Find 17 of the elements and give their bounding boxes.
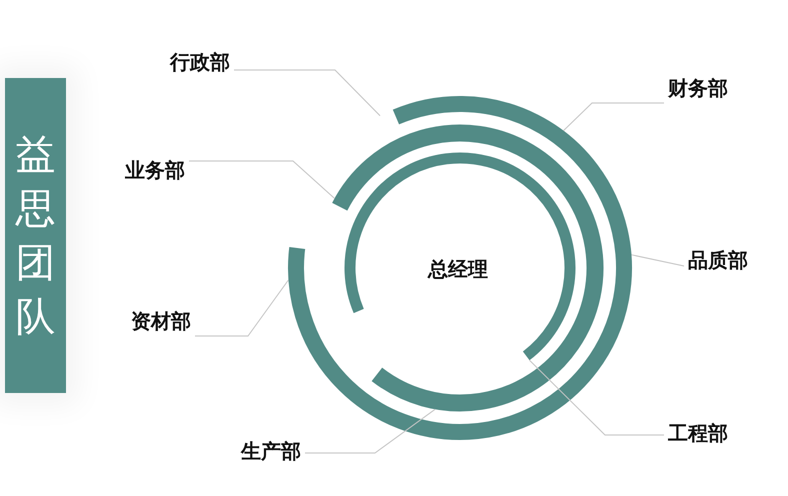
department-label: 生产部 [241, 439, 301, 463]
title: 益思团队 [16, 130, 56, 342]
department-label: 财务部 [668, 76, 728, 100]
department-label: 品质部 [688, 248, 748, 272]
leader-line [234, 70, 381, 116]
ring-arc [288, 96, 632, 440]
department-label: 行政部 [170, 50, 230, 74]
department-label: 工程部 [668, 421, 728, 445]
department-label: 资材部 [131, 309, 191, 333]
leader-line [563, 102, 664, 132]
leader-line [194, 280, 289, 336]
center-label: 总经理 [428, 256, 488, 283]
department-label: 业务部 [125, 158, 185, 182]
leader-line [529, 360, 664, 436]
leader-line [188, 160, 335, 199]
leader-line [631, 254, 684, 266]
leader-line [304, 408, 436, 454]
